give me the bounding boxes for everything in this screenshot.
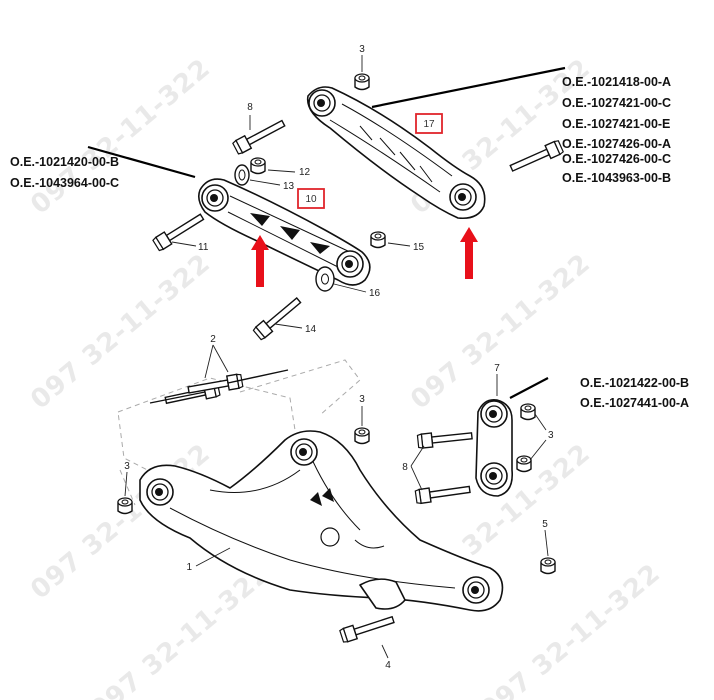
callout-16: 16: [369, 288, 381, 299]
watermark-text: 097 32-11-322: [405, 248, 596, 415]
callout-3-left: 3: [124, 461, 130, 472]
red-arrow-right: [460, 227, 478, 279]
oe-number: O.E.-1027441-00-A: [580, 396, 689, 410]
highlight-box-10: [297, 188, 325, 209]
arm-10: 10: [198, 178, 371, 286]
nut-3-left: 3: [117, 461, 133, 515]
bolt-arm17: [507, 139, 565, 176]
nut-3-center: 3: [354, 394, 370, 445]
callout-12: 12: [299, 167, 311, 178]
arm-17: 17: [306, 86, 486, 220]
oe-group-link7: O.E.-1021422-00-B O.E.-1027441-00-A: [580, 376, 689, 410]
callout-15: 15: [413, 242, 425, 253]
callout-4: 4: [385, 660, 391, 671]
red-arrow-left: [251, 235, 269, 287]
callout-2: 2: [210, 334, 216, 345]
callout-3-right: 3: [548, 430, 554, 441]
washer-16: 16: [315, 266, 381, 299]
leader-arm17: [371, 66, 566, 109]
callout-17: 17: [423, 119, 435, 130]
callout-14: 14: [305, 324, 317, 335]
watermark-text: 097 32-11-322: [25, 248, 216, 415]
oe-number: O.E.-1021418-00-A: [562, 75, 671, 89]
callout-5: 5: [542, 519, 548, 530]
nuts-3-right: 3: [516, 403, 554, 473]
oe-number: O.E.-1021422-00-B: [580, 376, 689, 390]
oe-group-arm17: O.E.-1021418-00-A O.E.-1027421-00-C O.E.…: [562, 75, 671, 185]
washer-13: 13: [234, 164, 295, 192]
nut-12: 12: [250, 157, 311, 178]
callout-10: 10: [305, 194, 317, 205]
bolt-11: 11: [151, 210, 209, 253]
red-arrows: [251, 227, 478, 287]
oe-group-arm10: O.E.-1021420-00-B O.E.-1043964-00-C: [10, 155, 119, 190]
leader-link7: [509, 377, 549, 399]
oe-number: O.E.-1027421-00-C: [562, 96, 671, 110]
lower-arm-1: 1: [139, 430, 504, 612]
callout-8-top: 8: [247, 102, 253, 113]
callout-7: 7: [494, 363, 500, 374]
leader-arm10: [87, 145, 196, 179]
oe-number: O.E.-1021420-00-B: [10, 155, 119, 169]
bolt-14: 14: [252, 294, 317, 342]
oe-number: O.E.-1027421-00-E: [562, 117, 670, 131]
callout-3-top: 3: [359, 44, 365, 55]
oe-number: O.E.-1043963-00-B: [562, 171, 671, 185]
watermark-text: 097 32-11-322: [85, 558, 276, 700]
bolts-2: 2: [149, 334, 289, 408]
callout-11: 11: [198, 242, 209, 253]
nut-3-top: 3: [354, 44, 370, 91]
callout-13: 13: [283, 181, 295, 192]
nut-15: 15: [370, 231, 425, 253]
callout-3-center: 3: [359, 394, 365, 405]
callout-1: 1: [186, 562, 192, 573]
highlight-box-17: [415, 113, 443, 134]
watermark-text: 097 32-11-322: [25, 53, 216, 220]
callout-8-lower: 8: [402, 462, 408, 473]
bolt-8-top: 8: [231, 102, 288, 156]
bolt-4: 4: [338, 612, 396, 671]
nut-5: 5: [540, 519, 556, 575]
oe-number: O.E.-1043964-00-C: [10, 176, 119, 190]
bolts-8-lower: 8: [402, 428, 474, 505]
watermark-text: 097 32-11-322: [475, 558, 666, 700]
oe-number: O.E.-1027426-00-C: [562, 152, 671, 166]
oe-number: O.E.-1027426-00-A: [562, 137, 671, 151]
link-7: 7: [475, 363, 514, 497]
